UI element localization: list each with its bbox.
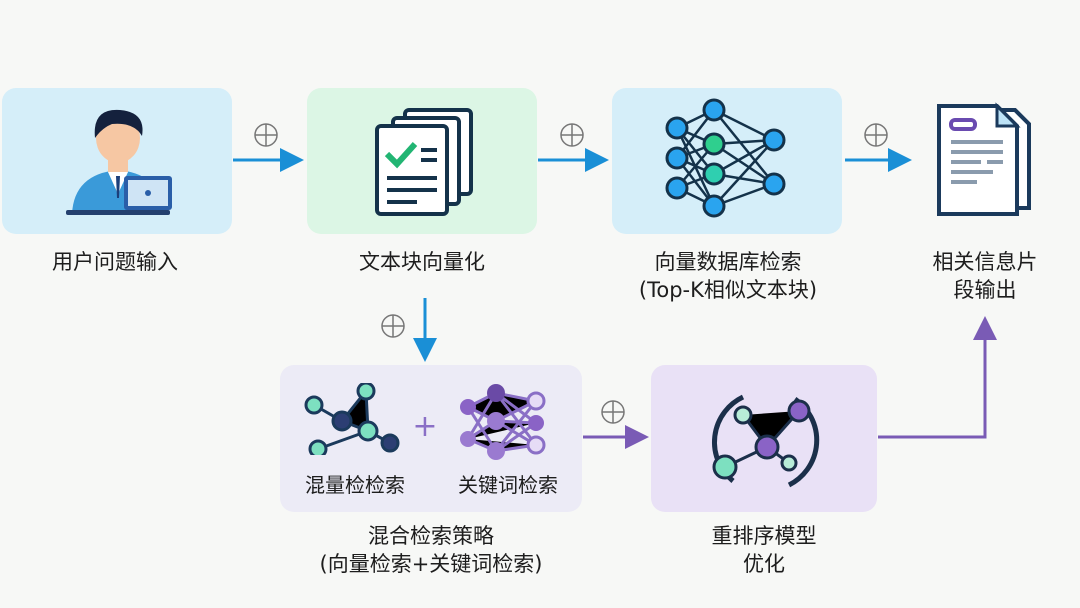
user-at-laptop-icon [66,109,172,215]
hybrid-label-line2: (向量检索+关键词检索) [319,552,543,576]
vector-search-label-line2: (Top-K相似文本块) [638,278,818,302]
circled-plus-icon [864,123,888,147]
rerank-label: 重排序模型 优化 [712,522,817,578]
output-label-line2: 段输出 [953,278,1017,302]
plus-sign: + [412,409,438,444]
hybrid-right-sub-label: 关键词检索 [458,473,558,497]
user-input-node [2,88,232,234]
user-input-label: 用户问题输入 [52,250,178,274]
arrow-rerank-to-output [878,316,997,439]
output-label-line1: 相关信息片 [932,250,1038,274]
hybrid-left-sub-label: 混量检检索 [305,473,405,497]
circled-plus-icon [254,123,278,147]
vector-search-label-line1: 向量数据库检索 [654,250,802,274]
graph-network-icon [304,383,400,455]
vectorize-label: 文本块向量化 [359,250,485,274]
hybrid-label-line1: 混合检索策略 [367,524,494,548]
vector-search-label: 向量数据库检索 (Top-K相似文本块) [639,248,817,304]
circled-plus-icon [601,400,625,424]
circled-plus-icon [560,123,584,147]
keyword-network-icon [460,384,546,460]
output-label: 相关信息片 段输出 [933,248,1038,304]
hybrid-label: 混合检索策略 (向量检索+关键词检索) [320,522,543,578]
vectorize-node [307,88,537,234]
circled-plus-icon [381,314,405,338]
rerank-label-line1: 重排序模型 [711,524,817,548]
output-document-icon [937,102,1031,216]
rerank-label-line2: 优化 [743,552,785,576]
vector-search-node [612,88,842,234]
rerank-cycle-icon [711,394,820,488]
hybrid-search-node: + 混量检检索 关键词检索 [280,365,582,512]
rerank-node [651,365,877,512]
neural-network-icon [665,98,786,218]
document-stack-check-icon [375,108,473,216]
